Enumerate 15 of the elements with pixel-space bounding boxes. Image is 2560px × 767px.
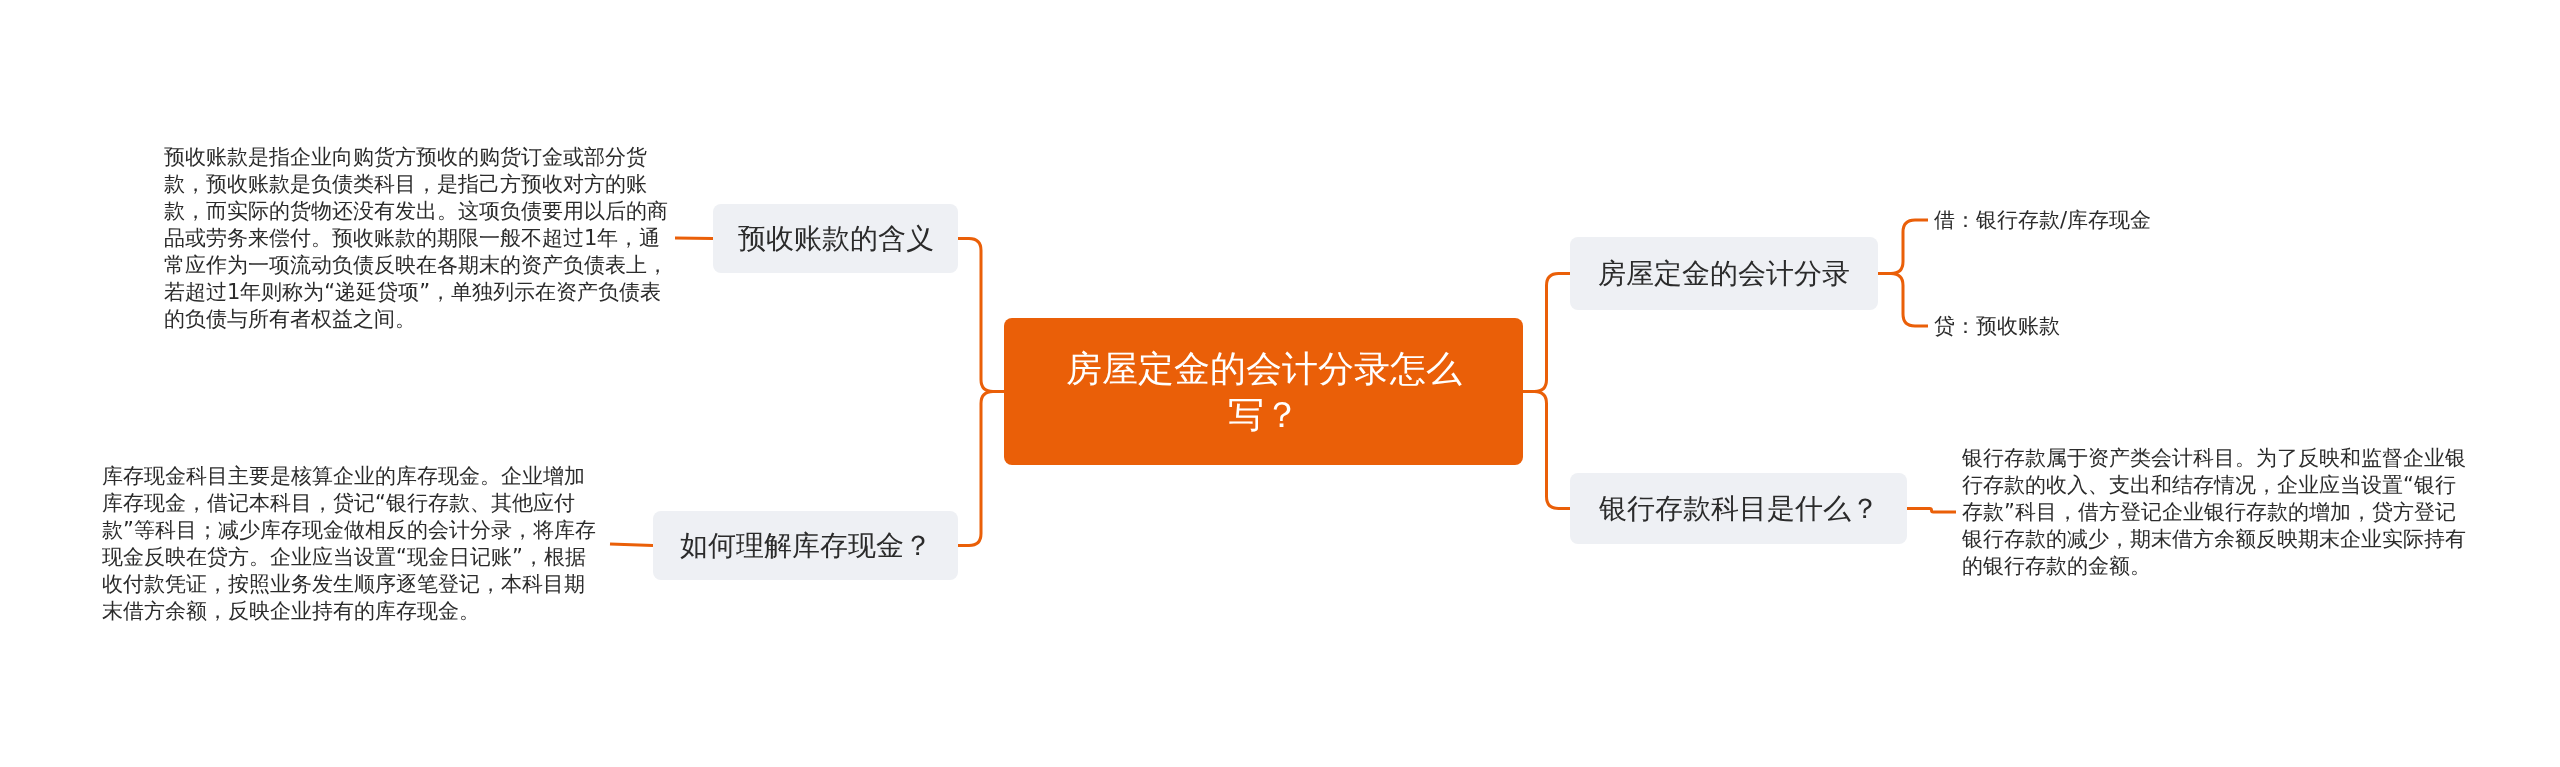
note-text: 库存现金科目主要是核算企业的库存现金。企业增加库存现金，借记本科目，贷记“银行存款、其他应付款”等科目；减少库存现金做相反的会计分录，将库存现金反映在贷方。企业应当设置“现金日记账”，根据收付款凭证，按照业务发生顺序逐笔登记，本科目期末借方余额，反映企业持有的库存现金。 (96, 426, 610, 662)
connector-line (674, 236, 714, 240)
note-text: 预收账款是指企业向购货方预收的购货订金或部分货款，预收账款是负债类科目，是指己方预收对方的账款，而实际的货物还没有发出。这项负债要用以后的商品或劳务来偿付。预收账款的期限一般不超过1年，通常应作为一项流动负债反映在各期末的资产负债表上，若超过1年则称为“递延贷项”，单独列示在资产负债表的负债与所有者权益之间。 (158, 104, 675, 372)
connector-line (1523, 390, 1570, 510)
topic-box: 房屋定金的会计分录 (1570, 237, 1878, 310)
connector-line (1907, 507, 1956, 514)
note-text: 银行存款属于资产类会计科目。为了反映和监督企业银行存款的收入、支出和结存情况，企业应当设置“银行存款”科目，借方登记企业银行存款的增加，贷方登记银行存款的减少，期末借方余额反映期末企业实际持有的银行存款的金额。 (1956, 410, 2476, 614)
central-topic: 房屋定金的会计分录怎么写？ (1004, 318, 1523, 465)
connector-line (958, 390, 1004, 547)
topic-box: 预收账款的含义 (713, 204, 958, 273)
topic-box: 银行存款科目是什么？ (1570, 473, 1907, 544)
entry-text: 借：银行存款/库存现金 (1928, 200, 2228, 240)
topic-box: 如何理解库存现金？ (653, 511, 958, 580)
entry-text: 贷：预收账款 (1928, 306, 2228, 346)
connector-line (609, 542, 654, 547)
